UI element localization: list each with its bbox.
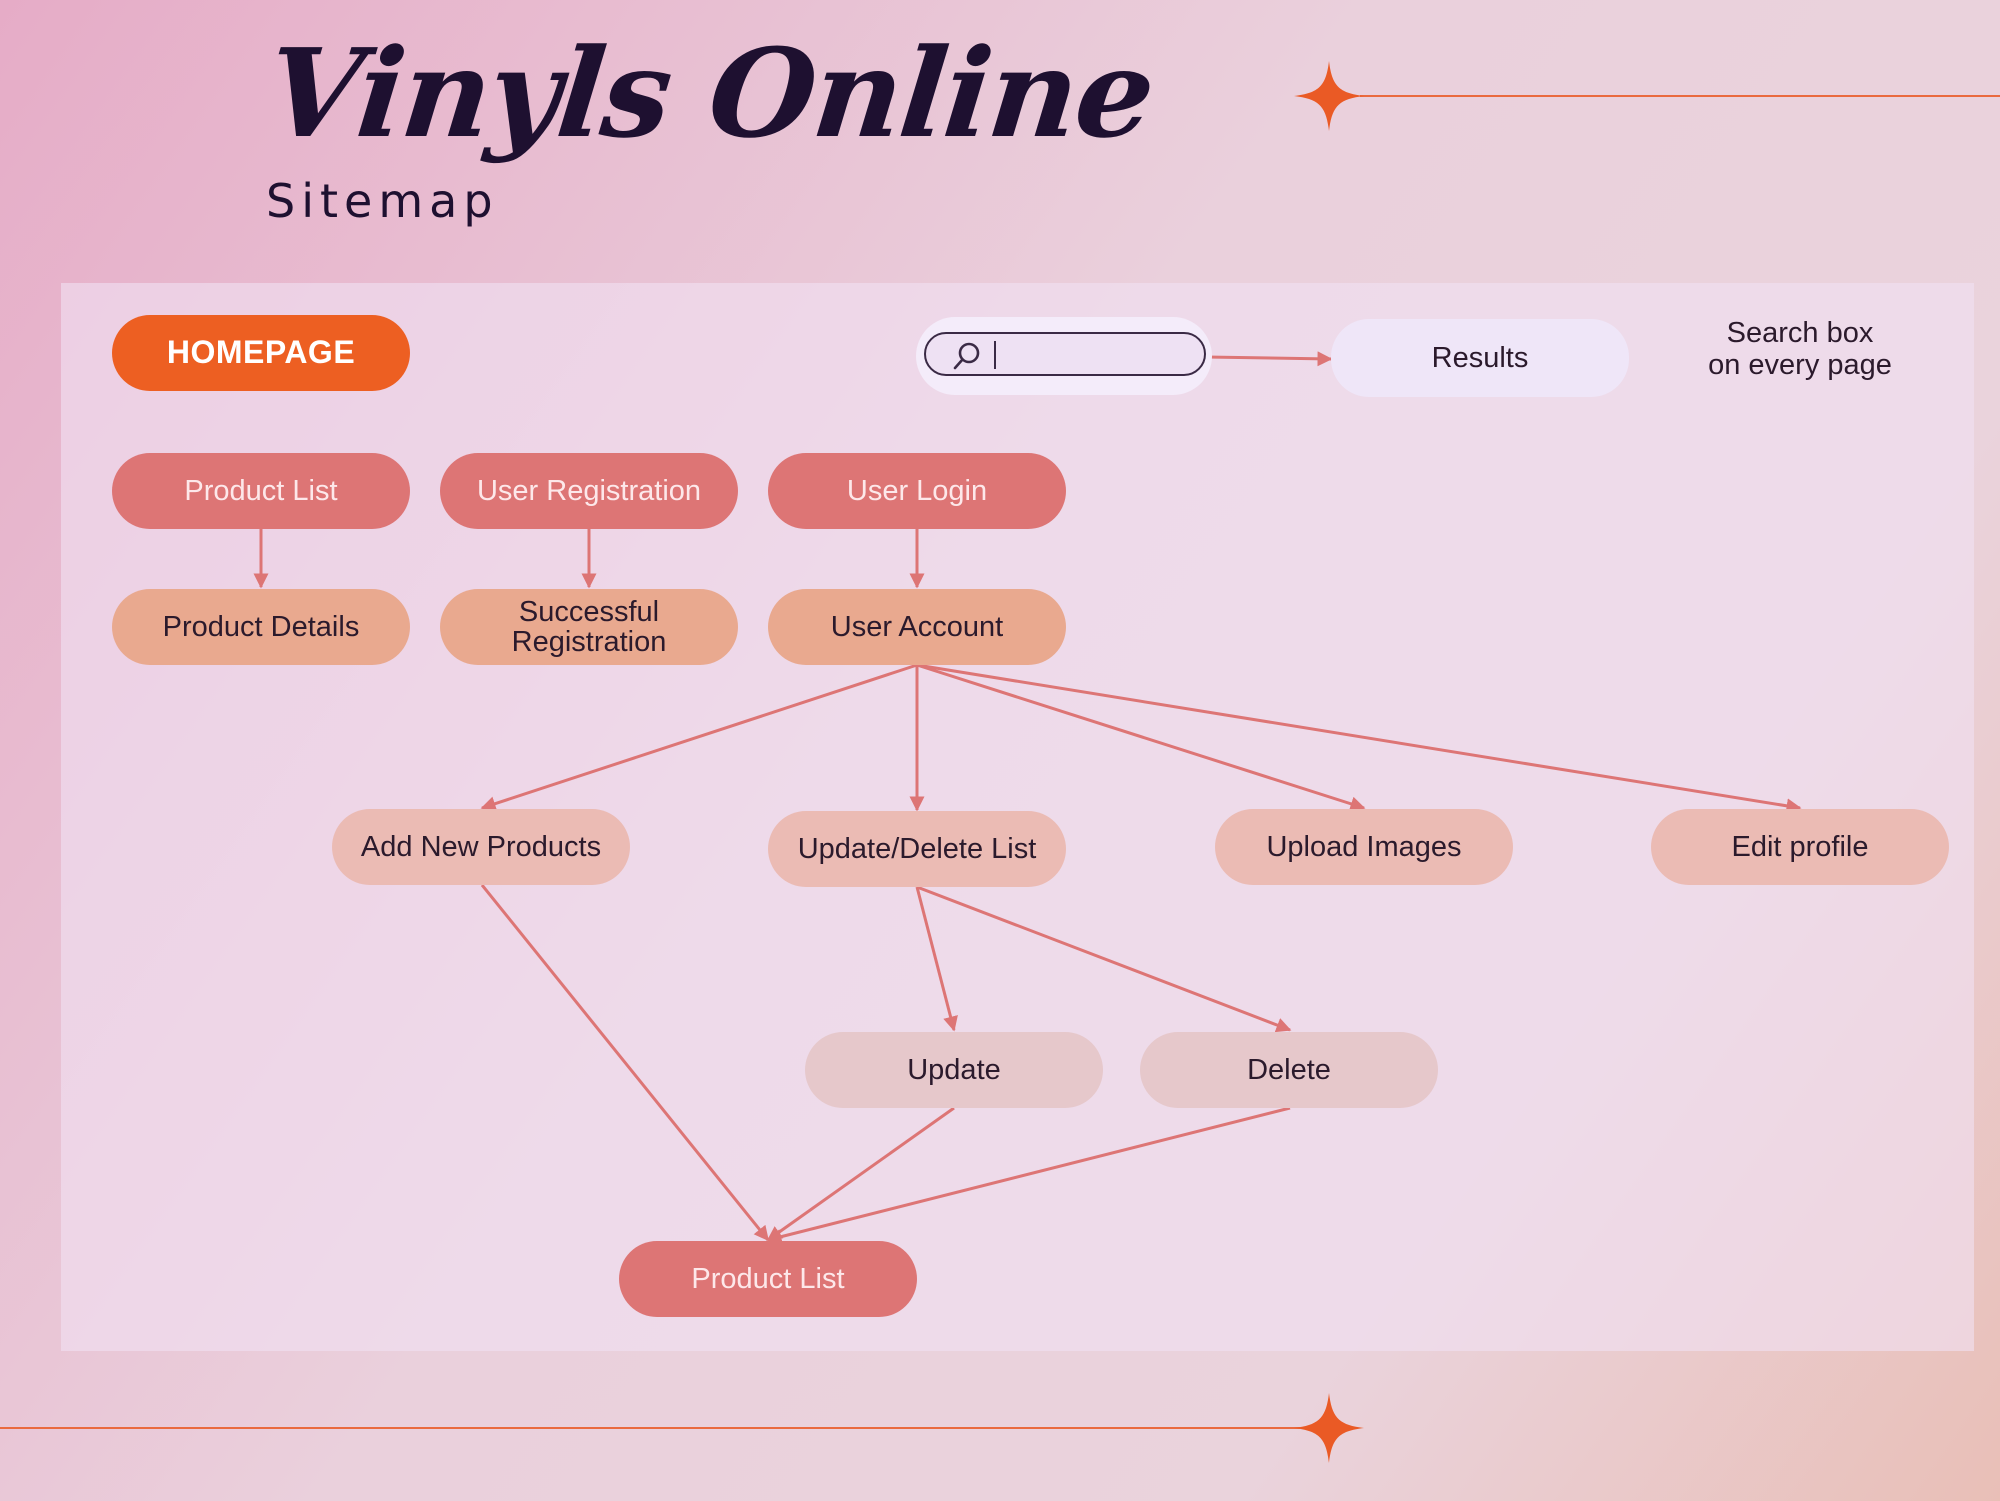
- update-node[interactable]: Update: [805, 1032, 1103, 1108]
- homepage-node[interactable]: HOMEPAGE: [112, 315, 410, 391]
- product-list-bottom-node[interactable]: Product List: [619, 1241, 917, 1317]
- edge-update-productlist: [766, 1106, 955, 1242]
- bottom-star-icon: [1294, 1393, 1364, 1463]
- search-icon: [953, 342, 980, 370]
- user-registration-node[interactable]: User Registration: [440, 453, 738, 529]
- search-note: Search box on every page: [1680, 317, 1920, 382]
- user-login-node[interactable]: User Login: [768, 453, 1066, 529]
- edge-updatedelete-update: [915, 886, 958, 1032]
- page-subtitle: Sitemap: [266, 174, 499, 228]
- product-list-node[interactable]: Product List: [112, 453, 410, 529]
- successful-registration-line2: Registration: [511, 626, 667, 658]
- text-caret: [994, 341, 996, 369]
- bottom-decor-line: [0, 1427, 1300, 1429]
- update-delete-list-node[interactable]: Update/Delete List: [768, 811, 1066, 887]
- edge-search-results: [1205, 351, 1333, 367]
- edit-profile-node[interactable]: Edit profile: [1651, 809, 1949, 885]
- top-decor-line: [1360, 95, 2000, 97]
- delete-node[interactable]: Delete: [1140, 1032, 1438, 1108]
- user-account-node[interactable]: User Account: [768, 589, 1066, 665]
- search-box[interactable]: [916, 317, 1212, 395]
- search-note-line1: Search box: [1726, 317, 1874, 349]
- successful-registration-line1: Successful: [518, 595, 660, 628]
- add-new-products-node[interactable]: Add New Products: [332, 809, 630, 885]
- edge-addnew-productlist: [480, 884, 770, 1242]
- search-note-line2: on every page: [1708, 348, 1892, 381]
- results-node[interactable]: Results: [1331, 319, 1629, 397]
- edge-delete-productlist: [766, 1106, 1291, 1244]
- successful-registration-node[interactable]: Successful Registration: [440, 589, 738, 665]
- edge-account-editprofile: [916, 663, 1802, 814]
- upload-images-node[interactable]: Upload Images: [1215, 809, 1513, 885]
- top-star-icon: [1294, 61, 1364, 131]
- search-input[interactable]: [924, 332, 1206, 376]
- edge-updatedelete-delete: [916, 885, 1292, 1033]
- edge-account-addnew: [480, 663, 918, 811]
- product-details-node[interactable]: Product Details: [112, 589, 410, 665]
- edge-account-upload: [916, 663, 1366, 812]
